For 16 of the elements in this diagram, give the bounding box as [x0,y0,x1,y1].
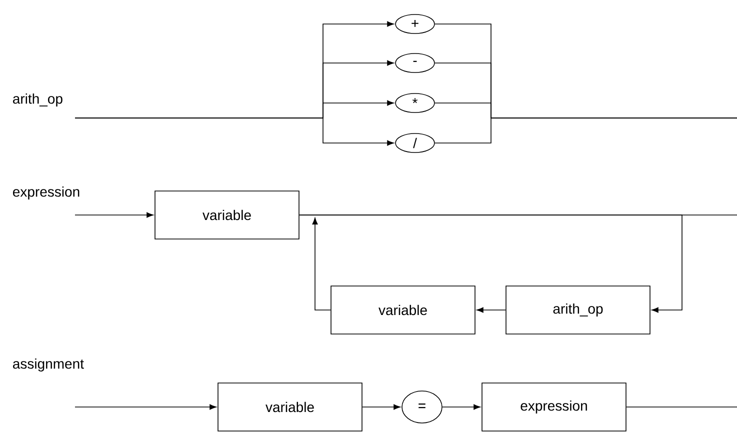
arrow [312,218,331,310]
operator-oval: / [395,133,435,153]
rule-name: assignment [13,358,84,372]
arrow [74,118,394,146]
operator-oval: = [402,390,442,424]
arrow [362,404,400,410]
operator-oval: - [395,53,435,73]
rule-name: arith_op [13,93,62,107]
arrow [74,212,154,218]
operator-oval: * [395,93,435,113]
rule-name: expression [13,186,80,200]
arrow [299,214,682,313]
operator-oval: + [395,14,435,34]
arrow [74,404,216,410]
arrow [442,404,480,410]
arrow [476,307,506,313]
